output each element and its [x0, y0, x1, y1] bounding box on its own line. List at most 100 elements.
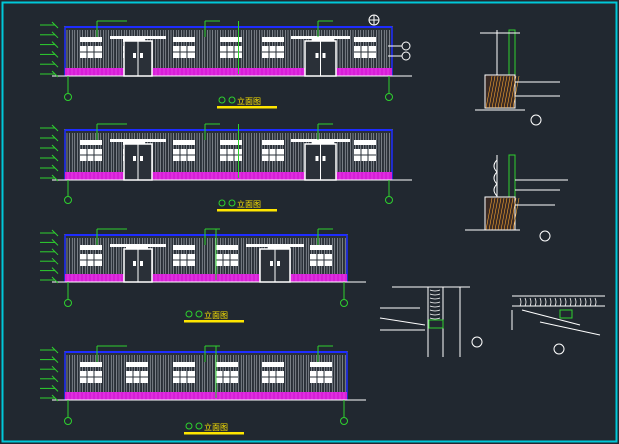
level-tick	[51, 229, 59, 237]
window-upper	[262, 37, 284, 42]
elevation-title-4: 立面图	[184, 422, 244, 435]
corrugation	[554, 297, 557, 307]
window-upper	[173, 362, 195, 367]
axis-circle-left	[64, 196, 72, 204]
door-handle	[315, 53, 319, 58]
plinth-band	[65, 68, 392, 76]
window-upper	[310, 362, 332, 367]
corrugation	[569, 297, 572, 307]
window-upper	[80, 245, 102, 250]
level-tick	[51, 21, 59, 29]
corrugation	[529, 297, 532, 307]
corrugation	[429, 317, 441, 320]
concrete-hatch	[512, 197, 520, 231]
door-handle	[133, 261, 136, 266]
elevation-2	[40, 123, 412, 204]
corrugation	[429, 297, 441, 300]
concrete-hatch	[488, 75, 496, 109]
window-upper	[123, 140, 145, 145]
door-canopy	[291, 139, 350, 142]
title-axis-circle	[195, 422, 203, 430]
corrugation	[429, 309, 441, 312]
level-tick	[51, 70, 59, 78]
corrugation	[429, 293, 441, 296]
concrete-hatch	[497, 75, 505, 109]
concrete-hatch	[506, 197, 514, 231]
concrete-hatch	[509, 197, 517, 231]
leader	[379, 317, 426, 326]
window-upper	[80, 140, 102, 145]
level-tick	[51, 375, 59, 383]
window-upper	[268, 245, 290, 250]
window-upper	[173, 37, 195, 42]
eave-flashing	[559, 309, 573, 319]
elevation-4	[40, 345, 366, 425]
level-tick	[51, 174, 59, 182]
title-axis-circle	[218, 96, 226, 104]
door-handle	[277, 261, 280, 266]
elevation-title-1: 立面图	[217, 96, 277, 109]
elevation-title-text: 立面图	[204, 422, 228, 432]
title-axis-circle	[195, 310, 203, 318]
door-handle	[140, 261, 143, 266]
door-handle	[315, 156, 319, 161]
window-upper	[354, 140, 376, 145]
window-upper	[312, 140, 334, 145]
axis-circle-right	[385, 196, 393, 204]
window-upper	[123, 37, 145, 42]
level-tick	[51, 276, 59, 284]
window-upper	[80, 37, 102, 42]
level-tick	[51, 154, 59, 162]
concrete-hatch	[500, 75, 508, 109]
window-upper	[126, 245, 148, 250]
level-tick	[51, 144, 59, 152]
door-handle	[322, 53, 326, 58]
title-underline	[217, 106, 277, 109]
elevation-3	[40, 228, 366, 307]
door-handle	[133, 53, 136, 58]
concrete-hatch	[506, 75, 514, 109]
title-axis-circle	[228, 199, 236, 207]
axis-circle-right	[385, 93, 393, 101]
wall-base-detail-2	[465, 154, 568, 242]
concrete-hatch	[494, 197, 502, 231]
corrugation	[564, 297, 567, 307]
window-upper	[262, 362, 284, 367]
door-handle	[140, 53, 143, 58]
level-tick	[51, 164, 59, 172]
axis-circle-left	[64, 299, 72, 307]
level-tick	[51, 31, 59, 39]
concrete-hatch	[497, 197, 505, 231]
concrete-hatch	[485, 75, 493, 109]
level-tick	[51, 365, 59, 373]
window-upper	[354, 37, 376, 42]
axis-circle-left	[64, 417, 72, 425]
door-canopy	[110, 139, 166, 142]
concrete-hatch	[488, 197, 496, 231]
corrugation	[429, 305, 441, 308]
corrugation	[584, 297, 587, 307]
window-upper	[80, 362, 102, 367]
level-tick	[51, 60, 59, 68]
axis-circle-left	[64, 93, 72, 101]
corrugation	[539, 297, 542, 307]
window-upper	[262, 140, 284, 145]
corrugation	[429, 313, 441, 316]
detail-line	[521, 309, 581, 326]
leader	[539, 321, 601, 336]
window-upper	[216, 245, 238, 250]
concrete-hatch	[500, 197, 508, 231]
corrugation	[574, 297, 577, 307]
elevation-title-text: 立面图	[237, 96, 261, 106]
title-axis-circle	[185, 310, 193, 318]
roof-eave-detail	[511, 295, 605, 355]
corrugation	[519, 297, 522, 307]
title-underline	[184, 320, 244, 323]
plinth-band	[65, 172, 392, 180]
window-upper	[220, 140, 242, 145]
concrete-hatch	[491, 197, 499, 231]
elevation-title-2: 立面图	[217, 199, 277, 212]
flashing-wave	[493, 159, 498, 197]
concrete-hatch	[494, 75, 502, 109]
